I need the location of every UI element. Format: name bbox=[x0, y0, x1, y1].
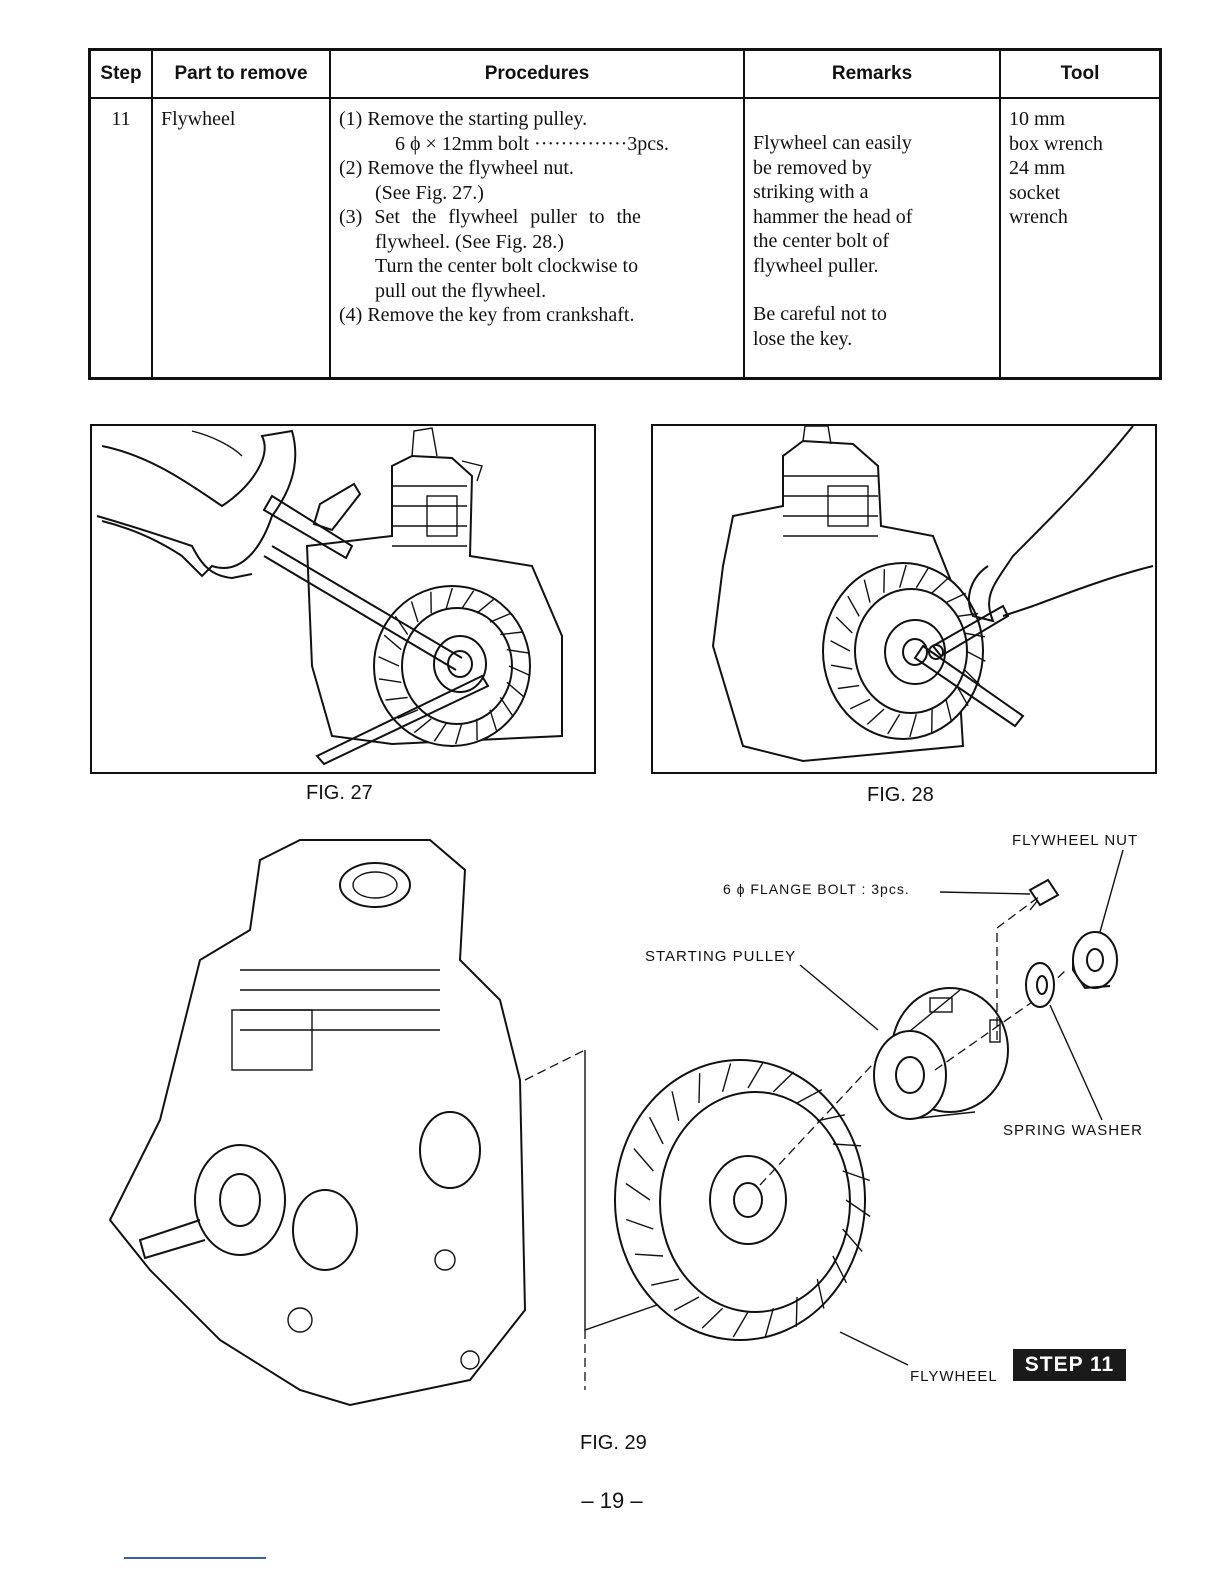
fig28-drawing bbox=[711, 425, 1154, 763]
tool-line: box wrench bbox=[1009, 132, 1103, 155]
remark-line: striking with a bbox=[753, 181, 869, 203]
procedure-table: Step Part to remove Procedures Remarks T… bbox=[88, 48, 1162, 380]
tool-line: wrench bbox=[1009, 206, 1068, 228]
procedure-line: pull out the flywheel. bbox=[375, 279, 547, 302]
remark-line: lose the key. bbox=[753, 327, 853, 350]
procedure-line: Turn the center bolt clockwise to bbox=[375, 255, 639, 277]
procedure-line: (2) Remove the flywheel nut. bbox=[339, 157, 574, 179]
cell-step: 11 bbox=[88, 97, 153, 380]
header-part: Part to remove bbox=[151, 48, 331, 99]
tool-line: 24 mm bbox=[1009, 157, 1066, 179]
table-header-row: Step Part to remove Procedures Remarks T… bbox=[88, 48, 1162, 99]
cell-part: Flywheel bbox=[151, 97, 331, 380]
cell-procedures: (1) Remove the starting pulley. 6 ϕ × 12… bbox=[329, 97, 745, 380]
fig28-caption: FIG. 28 bbox=[867, 784, 934, 806]
remark-line: Flywheel can easily bbox=[753, 132, 912, 154]
fig29-drawing bbox=[108, 839, 1124, 1407]
remark-line: flywheel puller. bbox=[753, 254, 879, 277]
header-tool: Tool bbox=[999, 48, 1162, 99]
label-starting-pulley: STARTING PULLEY bbox=[645, 948, 797, 965]
label-flange-bolt: 6 ϕ FLANGE BOLT : 3pcs. bbox=[723, 881, 910, 897]
table-row: 11 Flywheel (1) Remove the starting pull… bbox=[88, 97, 1162, 380]
remark-line: the center bolt of bbox=[753, 230, 890, 252]
page-number: – 19 – bbox=[581, 1488, 643, 1513]
header-remarks: Remarks bbox=[743, 48, 1001, 99]
fig29-caption: FIG. 29 bbox=[580, 1432, 647, 1454]
label-flywheel-nut: FLYWHEEL NUT bbox=[1012, 832, 1139, 849]
remark-line: Be careful not to bbox=[753, 303, 887, 325]
fig27-caption: FIG. 27 bbox=[306, 782, 373, 804]
procedure-line: (See Fig. 27.) bbox=[375, 181, 484, 204]
procedure-line: 6 ϕ × 12mm bolt ··············3pcs. bbox=[395, 132, 669, 155]
procedure-line: (4) Remove the key from crankshaft. bbox=[339, 304, 635, 326]
fig27-illustration bbox=[90, 424, 596, 774]
remark-line: be removed by bbox=[753, 156, 872, 179]
procedure-line: (1) Remove the starting pulley. bbox=[339, 108, 588, 130]
header-step: Step bbox=[88, 48, 153, 99]
tool-line: socket bbox=[1009, 181, 1061, 204]
tool-line: 10 mm bbox=[1009, 108, 1066, 130]
cell-remarks: Flywheel can easily be removed by striki… bbox=[743, 97, 1001, 380]
cell-tool: 10 mm box wrench 24 mm socket wrench bbox=[999, 97, 1162, 380]
fig28-illustration bbox=[651, 424, 1157, 774]
step-badge: STEP 11 bbox=[1013, 1349, 1126, 1381]
procedure-line: (3) Set the flywheel puller to the bbox=[339, 206, 641, 228]
label-spring-washer: SPRING WASHER bbox=[1003, 1122, 1143, 1139]
label-flywheel: FLYWHEEL bbox=[910, 1368, 998, 1385]
procedure-line: flywheel. (See Fig. 28.) bbox=[375, 230, 564, 253]
header-procedures: Procedures bbox=[329, 48, 745, 99]
remark-line: hammer the head of bbox=[753, 205, 913, 228]
footer-rule bbox=[124, 1557, 266, 1559]
fig27-drawing bbox=[96, 427, 563, 766]
